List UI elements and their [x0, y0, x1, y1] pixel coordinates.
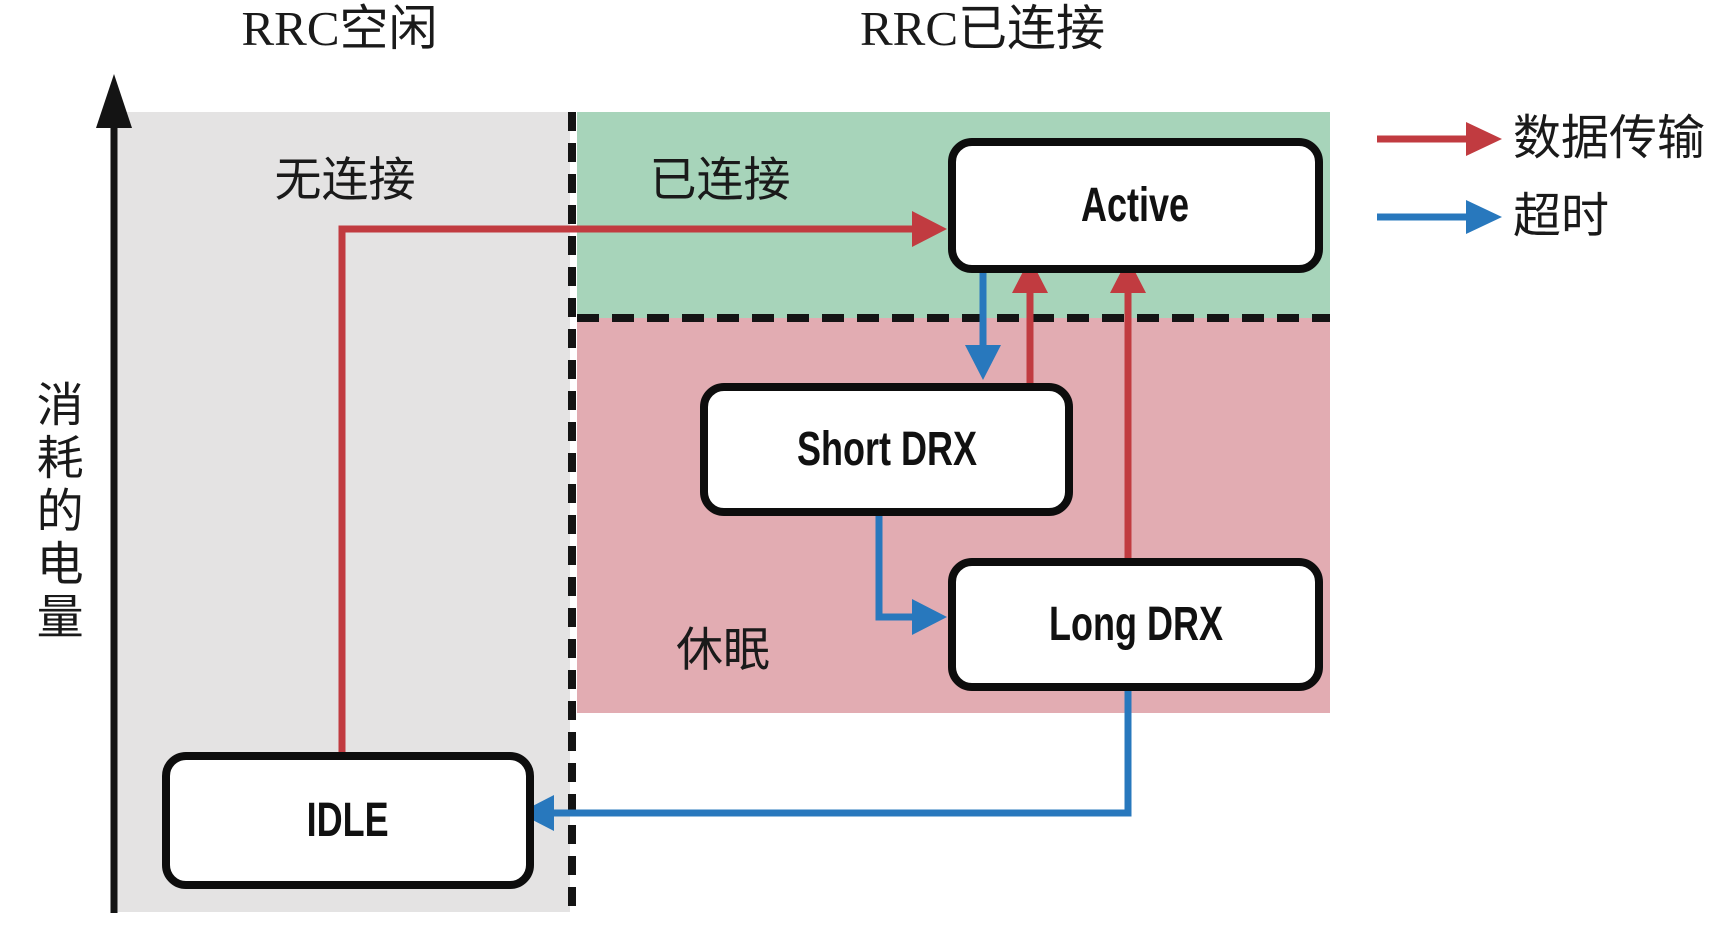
title-rrc-idle: RRC空闲 — [241, 1, 438, 56]
legend-data-transfer-label: 数据传输 — [1513, 112, 1706, 165]
dashed-vertical-divider — [568, 112, 576, 913]
state-label-active: Active — [1081, 178, 1190, 232]
dashed-horizontal-divider — [577, 314, 1330, 322]
state-box-short-drx: Short DRX — [700, 383, 1073, 516]
label-connected: 已连接 — [649, 155, 791, 207]
state-box-idle: IDLE — [162, 752, 534, 889]
data-transfer-arrow-icon — [1377, 122, 1502, 156]
legend-item-timeout: 超时 — [1375, 193, 1705, 241]
legend: 数据传输 超时 — [1375, 115, 1705, 241]
y-axis-label: 消耗的电量 — [28, 380, 81, 645]
state-box-long-drx: Long DRX — [948, 558, 1323, 691]
legend-item-data-transfer: 数据传输 — [1375, 115, 1705, 163]
label-no-connection: 无连接 — [274, 155, 416, 207]
legend-timeout-label: 超时 — [1513, 190, 1610, 243]
label-dormant: 休眠 — [676, 625, 770, 677]
timeout-arrow-icon — [1377, 200, 1502, 234]
title-rrc-connected: RRC已连接 — [859, 1, 1106, 56]
state-label-long-drx: Long DRX — [1048, 597, 1223, 651]
state-label-idle: IDLE — [306, 793, 390, 847]
state-box-active: Active — [948, 138, 1323, 273]
state-label-short-drx: Short DRX — [796, 422, 977, 476]
